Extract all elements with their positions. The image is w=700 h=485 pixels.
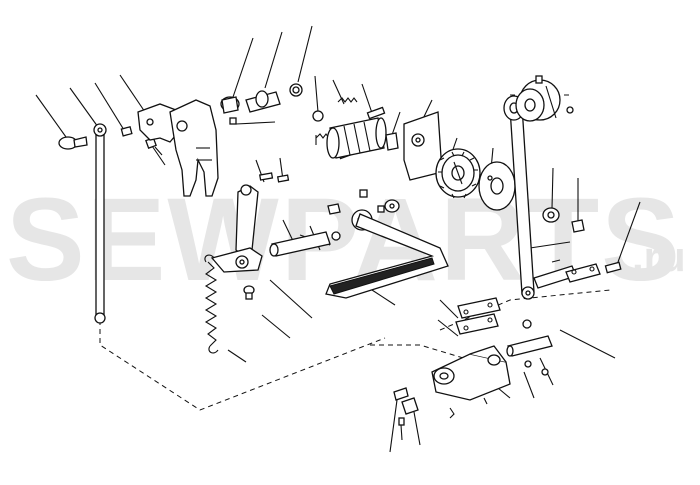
lower-shaft-pin bbox=[506, 335, 553, 376]
vertical-link-arm bbox=[503, 95, 535, 300]
crank-screw bbox=[243, 285, 255, 300]
link-bars-right bbox=[522, 263, 601, 329]
threaded-cylinder bbox=[326, 117, 399, 159]
bell-crank-lever bbox=[210, 172, 290, 273]
gear-wheel bbox=[435, 148, 481, 199]
bent-pedal-lever bbox=[325, 213, 449, 299]
link-bars-middle bbox=[455, 297, 501, 335]
cam-bracket bbox=[137, 99, 219, 197]
cam-plate bbox=[403, 111, 443, 181]
connecting-shaft bbox=[269, 231, 341, 257]
eccentric-disc bbox=[478, 161, 516, 211]
shoulder-screw bbox=[58, 136, 88, 150]
shaft-bushing bbox=[220, 83, 303, 125]
lower-bracket-block bbox=[431, 345, 511, 401]
lower-screws bbox=[393, 387, 488, 426]
eccentric-hub bbox=[515, 75, 574, 122]
tension-spring bbox=[204, 254, 219, 354]
nut-and-screw bbox=[542, 207, 622, 274]
long-connecting-rod bbox=[93, 123, 107, 324]
